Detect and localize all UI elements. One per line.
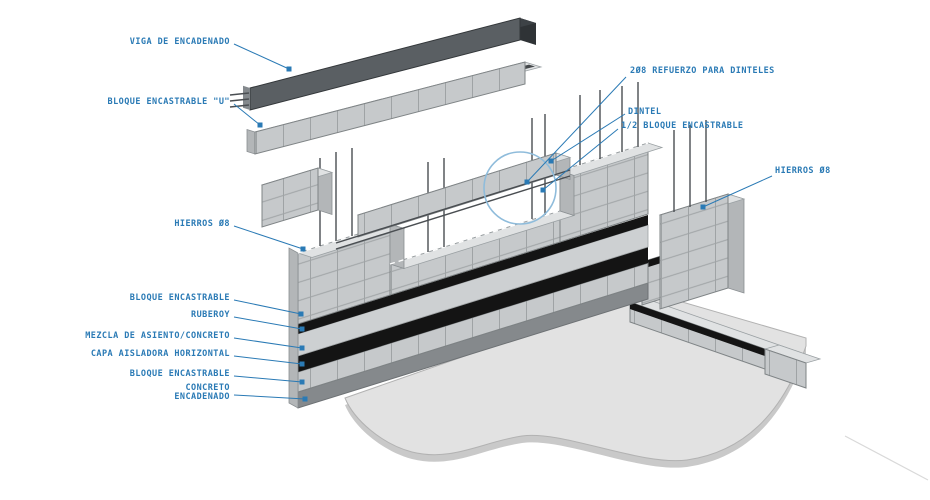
label-hierros-o8-izquierda: HIERROS Ø8	[174, 219, 230, 229]
label-capa-aisladora: CAPA AISLADORA HORIZONTAL	[90, 349, 230, 359]
leader-refuerzo	[526, 76, 627, 183]
label-ruberoy: RUBEROY	[191, 310, 230, 320]
label-medio-bloque-encastrable: 1/2 BLOQUE ENCASTRABLE	[621, 121, 744, 131]
label-mezcla-de-asiento: MEZCLA DE ASIENTO/CONCRETO	[85, 331, 230, 341]
column-rebars	[673, 120, 707, 212]
leader-medio-bloque	[542, 128, 619, 191]
ruberoy-layer	[298, 215, 648, 334]
label-dintel: DINTEL	[628, 107, 662, 117]
lintel-block-row	[335, 152, 572, 250]
u-block-row	[246, 61, 543, 155]
horizontal-insulation-layer	[298, 247, 648, 372]
right-column	[658, 120, 746, 310]
leader-ruberoy	[233, 316, 303, 330]
label-concreto-encadenado-linea2: ENCADENADO	[174, 392, 230, 402]
lintel-rebars-2o8	[335, 169, 571, 250]
leader-endpoints	[257, 66, 706, 402]
leader-concreto	[233, 394, 306, 400]
label-bloque-encastrable-u: BLOQUE ENCASTRABLE "U"	[107, 97, 230, 107]
footing-membrane	[630, 302, 785, 363]
left-block-stack	[260, 167, 334, 228]
leader-capa	[233, 355, 303, 365]
leader-lines	[233, 43, 773, 402]
right-footing-beam	[628, 297, 822, 389]
leader-bloque-inf	[233, 375, 303, 383]
label-concreto-encadenado-linea1: CONCRETO	[185, 383, 230, 393]
leader-hierros-izq	[233, 225, 304, 250]
lintel-highlight-circle	[483, 151, 557, 225]
leader-dintel	[550, 113, 626, 162]
leader-hierros-der	[702, 175, 773, 208]
label-bloque-encastrable-inferior: BLOQUE ENCASTRABLE	[129, 369, 230, 379]
leader-bloque-sup	[233, 299, 302, 315]
main-wall	[288, 142, 664, 409]
bond-beam	[229, 17, 536, 111]
label-concreto-encadenado: CONCRETO ENCADENADO	[0, 384, 230, 402]
leader-viga	[233, 43, 290, 70]
label-viga-de-encadenado: VIGA DE ENCADENADO	[129, 37, 230, 47]
label-hierros-o8-derecha: HIERROS Ø8	[775, 166, 831, 176]
beam-rebar-whiskers	[229, 92, 250, 108]
leader-mezcla	[233, 337, 303, 349]
label-refuerzo-dinteles: 2Ø8 REFUERZO PARA DINTELES	[630, 66, 775, 76]
label-bloque-encastrable-superior: BLOQUE ENCASTRABLE	[129, 293, 230, 303]
ground-line	[844, 435, 929, 481]
leader-bloque-u	[233, 103, 261, 126]
